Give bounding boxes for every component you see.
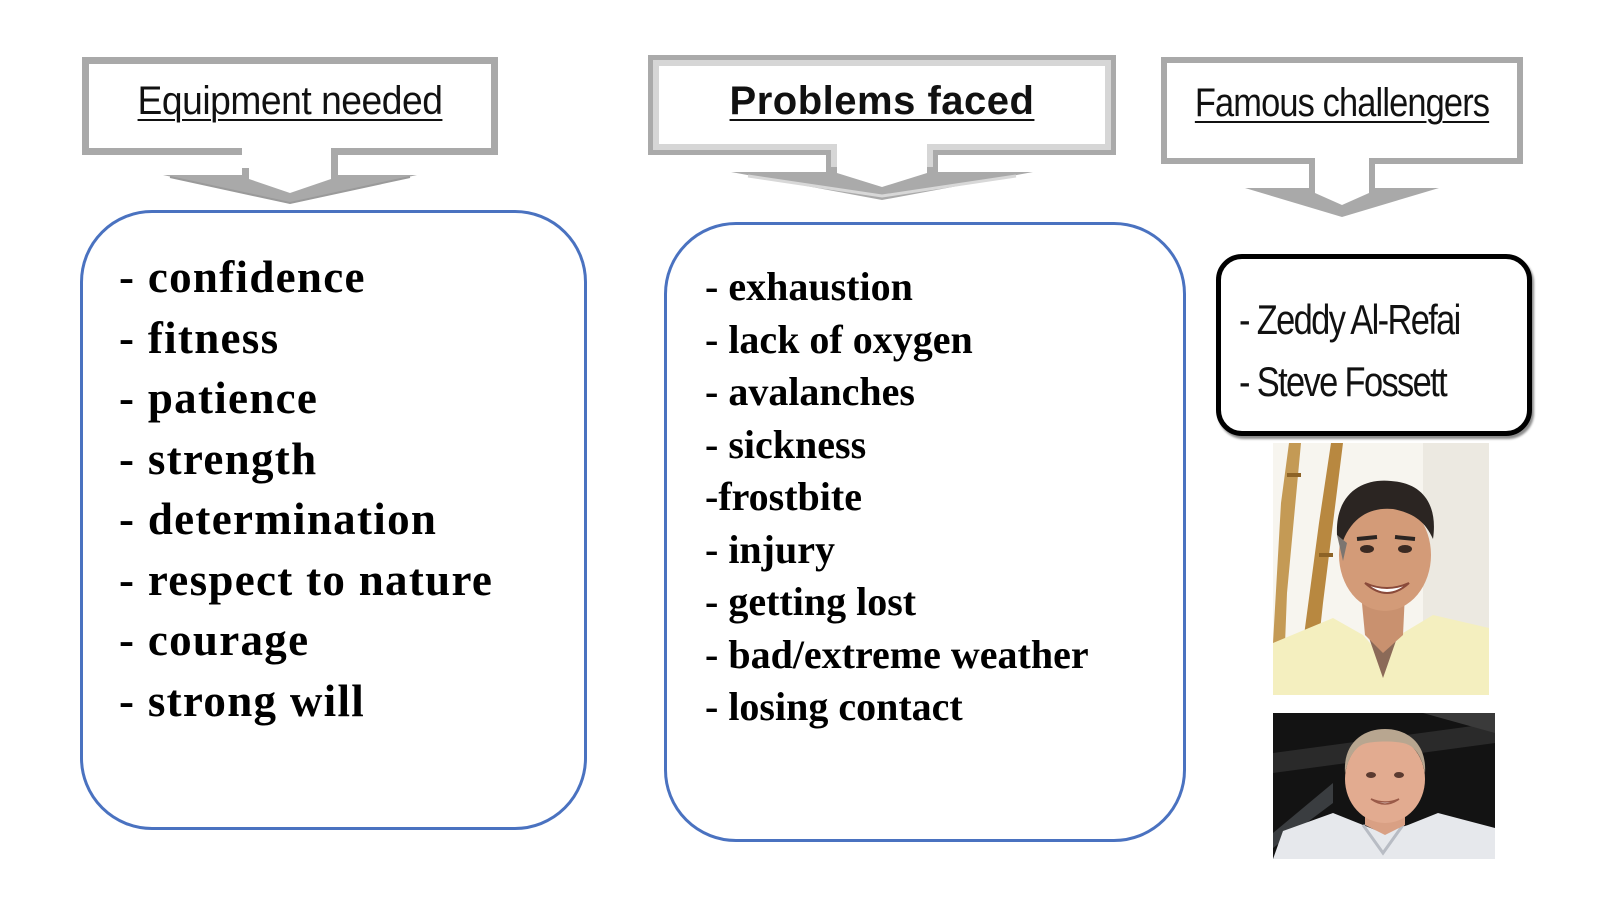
problems-callout: Problems faced [648, 55, 1116, 200]
famous-callout: Famous challengers [1161, 57, 1523, 217]
list-item: -frostbite [705, 474, 862, 519]
list-item: - sickness [705, 421, 867, 467]
problems-list: - exhaustion - lack of oxygen - avalanch… [705, 261, 1089, 734]
list-item: - respect to nature [119, 554, 494, 605]
list-item: - getting lost [705, 579, 917, 624]
down-arrow-callout-shape [1161, 57, 1523, 217]
famous-names-box: - Zeddy Al-Refai - Steve Fossett [1216, 254, 1532, 436]
list-item: - strength [119, 433, 318, 484]
list-item: - injury [705, 526, 835, 572]
steve-fossett-photo [1273, 713, 1495, 859]
list-item: - fitness [119, 312, 280, 363]
problems-title: Problems faced [729, 79, 1035, 123]
list-item: - Zeddy Al-Refai [1239, 296, 1461, 343]
list-item: - avalanches [705, 369, 915, 414]
famous-list: - Zeddy Al-Refai - Steve Fossett [1239, 289, 1461, 413]
list-item: - losing contact [705, 684, 963, 729]
equipment-list-box: - confidence - fitness - patience - stre… [80, 210, 587, 830]
list-item: - lack of oxygen [705, 316, 973, 362]
zeddy-al-refai-photo [1273, 443, 1489, 695]
list-item: - confidence [119, 252, 366, 302]
portrait-image [1273, 713, 1495, 859]
equipment-callout: Equipment needed [82, 57, 498, 205]
list-item: - determination [119, 494, 438, 544]
problems-list-box: - exhaustion - lack of oxygen - avalanch… [664, 222, 1186, 842]
list-item: - bad/extreme weather [705, 631, 1089, 677]
list-item: - exhaustion [705, 264, 913, 309]
portrait-image [1273, 443, 1489, 695]
list-item: - patience [119, 373, 319, 423]
equipment-list: - confidence - fitness - patience - stre… [119, 247, 493, 731]
down-arrow-callout-shape [648, 55, 1116, 200]
list-item: - strong will [119, 675, 366, 726]
equipment-title: Equipment needed [137, 79, 443, 123]
list-item: - Steve Fossett [1239, 358, 1448, 405]
down-arrow-callout-shape [82, 57, 498, 205]
list-item: - courage [119, 615, 310, 665]
famous-title: Famous challengers [1194, 81, 1490, 125]
